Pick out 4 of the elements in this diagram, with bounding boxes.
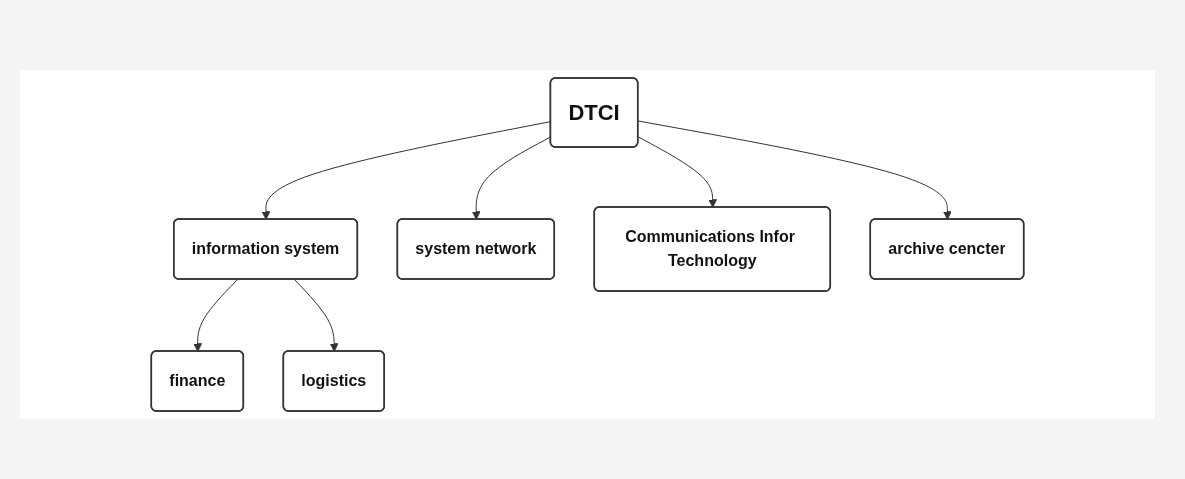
arrow: [294, 279, 339, 352]
arrow: [193, 279, 239, 352]
arrow: [637, 136, 718, 208]
arrow: [637, 120, 952, 220]
